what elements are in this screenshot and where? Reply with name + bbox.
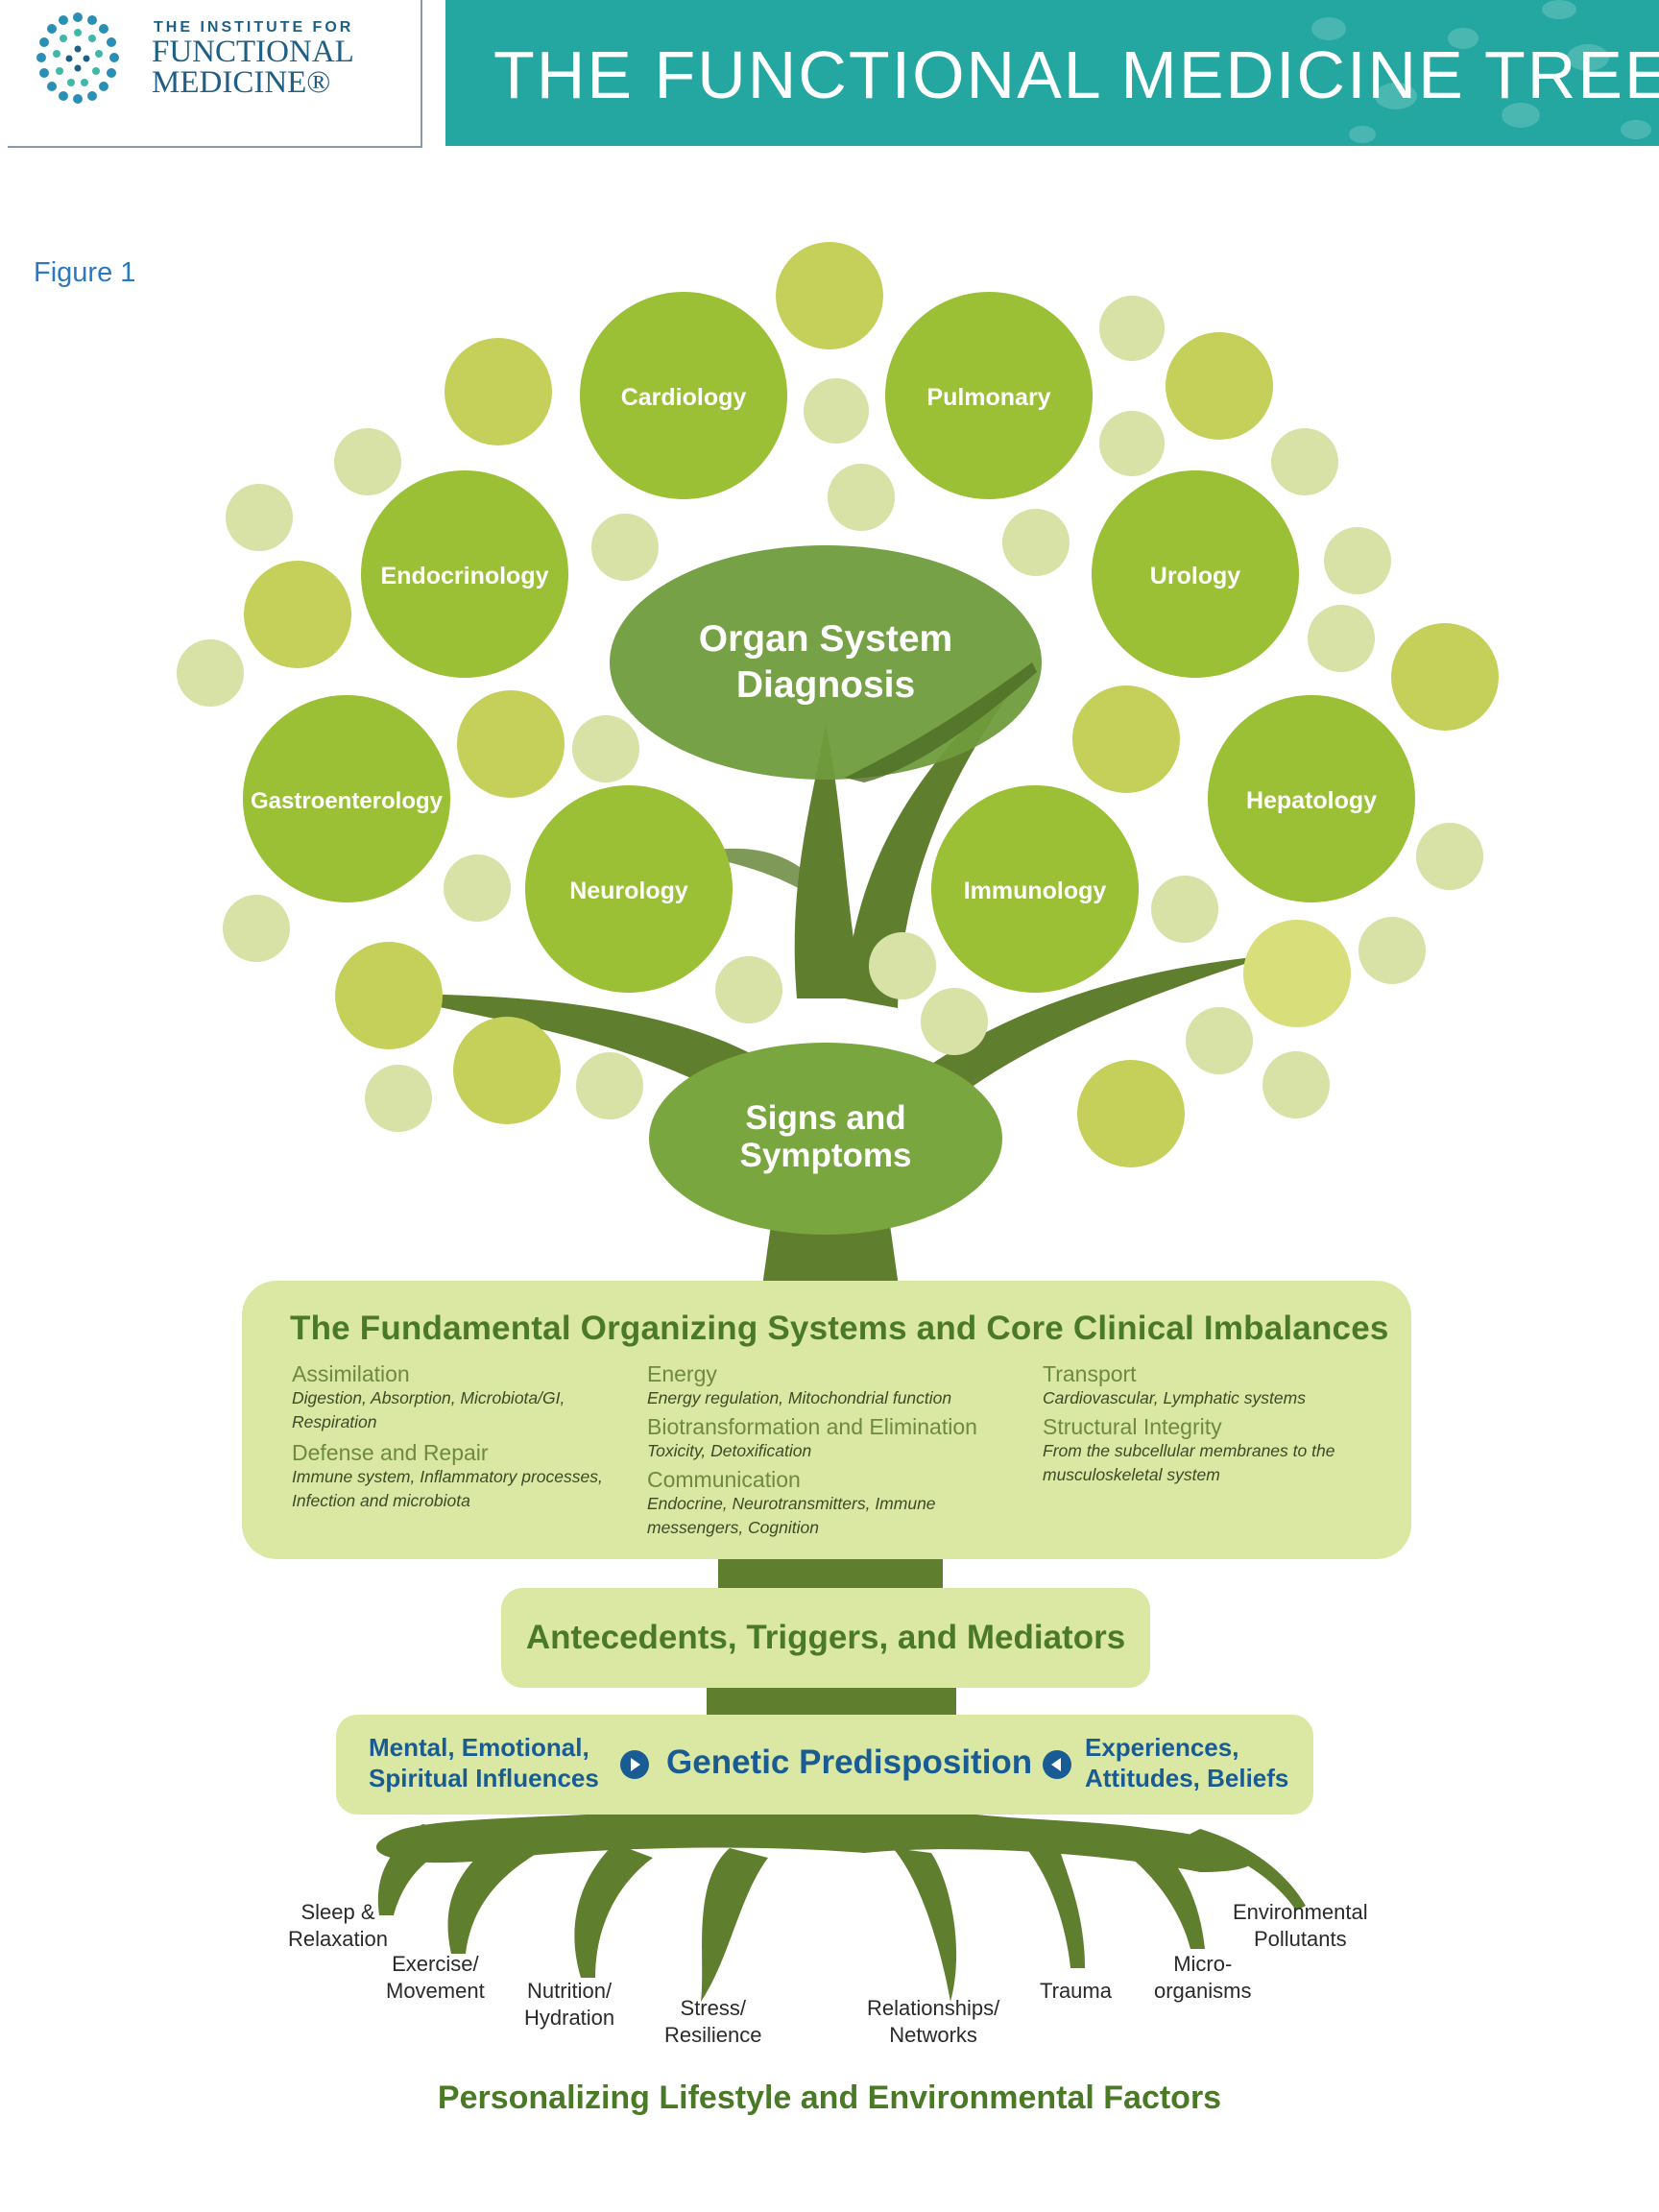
banner-decoration-icon: [1311, 0, 1651, 143]
mental-emotional-line-2: Spiritual Influences: [369, 1764, 599, 1792]
fundamental-systems-panel: The Fundamental Organizing Systems and C…: [242, 1281, 1411, 1559]
organ-label-pulmonary: Pulmonary: [926, 384, 1050, 411]
systems-column-3: Transport Cardiovascular, Lymphatic syst…: [1043, 1361, 1369, 1487]
root-label-line: Trauma: [1040, 1979, 1112, 2003]
organ-label-immunology: Immunology: [964, 878, 1107, 904]
systems-column-1: Assimilation Digestion, Absorption, Micr…: [292, 1361, 628, 1513]
system-category: Transport: [1043, 1361, 1137, 1386]
organ-labels: Cardiology Pulmonary Endocrinology Urolo…: [251, 384, 1377, 904]
system-subtext: Cardiovascular, Lymphatic systems: [1043, 1388, 1306, 1407]
crown-title-line-2: Diagnosis: [736, 664, 915, 706]
organ-circles: [243, 292, 1415, 993]
root-label-line: Resilience: [664, 2023, 762, 2047]
root-label-line: Sleep &: [301, 1900, 375, 1924]
page-title: THE FUNCTIONAL MEDICINE TREE: [493, 37, 1659, 112]
system-subtext: Toxicity, Detoxification: [647, 1441, 812, 1460]
root-label-stress: Stress/Resilience: [664, 1995, 762, 2049]
system-subtext: Endocrine, Neurotransmitters, Immune mes…: [647, 1494, 936, 1537]
logo-box: THE INSTITUTE FOR FUNCTIONAL MEDICINE®: [8, 0, 422, 148]
organ-label-hepatology: Hepatology: [1246, 787, 1377, 814]
system-subtext: Energy regulation, Mitochondrial functio…: [647, 1388, 952, 1407]
system-subtext: Digestion, Absorption, Microbiota/GI, Re…: [292, 1388, 565, 1431]
root-label-line: Relationships/: [867, 1996, 1000, 2020]
antecedents-label: Antecedents, Triggers, and Mediators: [525, 1619, 1126, 1656]
root-label-line: Nutrition/: [527, 1979, 613, 2003]
root-label-line: Micro-: [1173, 1952, 1233, 1976]
arrow-right-icon: [620, 1750, 649, 1779]
root-label-line: Pollutants: [1254, 1927, 1347, 1951]
organ-label-neurology: Neurology: [569, 878, 688, 904]
antecedents-panel: Antecedents, Triggers, and Mediators: [501, 1588, 1150, 1688]
root-label-line: Movement: [386, 1979, 485, 2003]
signs-symptoms-ellipse: [649, 1043, 1002, 1235]
root-label-line: Hydration: [524, 2006, 615, 2030]
system-category: Energy: [647, 1361, 717, 1386]
root-label-sleep: Sleep & Relaxation: [288, 1899, 388, 1953]
mental-emotional-line-1: Mental, Emotional,: [369, 1733, 589, 1762]
root-label-line: organisms: [1154, 1979, 1252, 2003]
root-label-nutrition: Nutrition/Hydration: [524, 1978, 614, 2032]
experiences-line-1: Experiences,: [1085, 1733, 1239, 1762]
genetic-predisposition-label: Genetic Predisposition: [666, 1743, 1033, 1781]
root-label-microorganisms: Micro-organisms: [1154, 1951, 1251, 2005]
root-label-trauma: Trauma: [1040, 1978, 1112, 2005]
organ-label-endocrinology: Endocrinology: [381, 563, 549, 589]
trunk-title-line-2: Symptoms: [740, 1137, 912, 1174]
organ-label-gastroenterology: Gastroenterology: [251, 788, 444, 814]
system-category: Structural Integrity: [1043, 1414, 1222, 1439]
crown-title-line-1: Organ System: [699, 618, 952, 660]
root-label-line: Networks: [889, 2023, 977, 2047]
organ-label-cardiology: Cardiology: [621, 384, 747, 411]
system-subtext: Immune system, Inflammatory processes, I…: [292, 1467, 603, 1510]
system-subtext: From the subcellular membranes to the mu…: [1043, 1441, 1335, 1484]
footer-title: Personalizing Lifestyle and Environmenta…: [437, 2080, 1222, 2116]
system-category: Communication: [647, 1467, 801, 1492]
root-label-line: Exercise/: [392, 1952, 479, 1976]
logo-line-2: MEDICINE®: [152, 65, 331, 100]
root-label-relationships: Relationships/Networks: [867, 1995, 999, 2049]
system-category: Defense and Repair: [292, 1440, 489, 1465]
logo-wordmark: FUNCTIONAL MEDICINE®: [152, 35, 354, 100]
organ-system-diagnosis-ellipse: [610, 545, 1042, 780]
organ-label-urology: Urology: [1150, 563, 1241, 589]
system-category: Assimilation: [292, 1361, 410, 1386]
system-category: Biotransformation and Elimination: [647, 1414, 977, 1439]
arrow-left-icon: [1043, 1750, 1071, 1779]
mental-emotional-label: Mental, Emotional, Spiritual Influences: [369, 1732, 599, 1793]
roots-graphic: [375, 1786, 1306, 2002]
root-label-line: Relaxation: [288, 1927, 388, 1951]
trunk-title-line-1: Signs and: [745, 1099, 905, 1137]
logo-dots-icon: [36, 12, 119, 104]
root-label-line: Stress/: [680, 1996, 746, 2020]
fundamental-systems-title: The Fundamental Organizing Systems and C…: [290, 1310, 1389, 1347]
root-label-line: Environmental: [1233, 1900, 1368, 1924]
decorative-circles: [177, 242, 1499, 1167]
root-label-exercise: Exercise/Movement: [386, 1951, 485, 2005]
logo-line-1: FUNCTIONAL: [152, 35, 354, 69]
systems-column-2: Energy Energy regulation, Mitochondrial …: [647, 1361, 1031, 1540]
title-banner: THE FUNCTIONAL MEDICINE TREE: [445, 0, 1659, 146]
logo-small-text: THE INSTITUTE FOR: [154, 19, 354, 36]
figure-label: Figure 1: [34, 257, 136, 288]
genetic-panel: Mental, Emotional, Spiritual Influences …: [336, 1715, 1313, 1815]
experiences-attitudes-label: Experiences, Attitudes, Beliefs: [1085, 1732, 1288, 1793]
experiences-line-2: Attitudes, Beliefs: [1085, 1764, 1289, 1792]
